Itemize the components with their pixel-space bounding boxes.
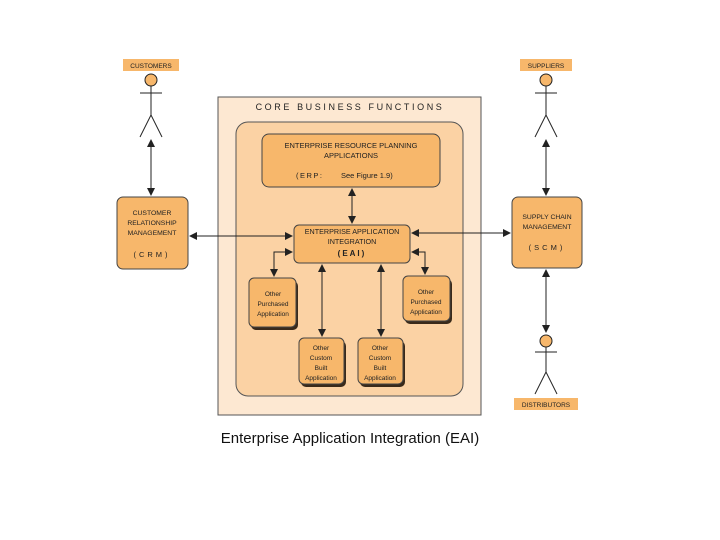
opr-line3: Application <box>410 309 442 316</box>
arrow-eai-purchased-left <box>270 248 293 277</box>
other-purchased-left-box: Other Purchased Application <box>248 277 298 330</box>
svg-text:SUPPLIERS: SUPPLIERS <box>528 63 565 70</box>
opl-line3: Application <box>257 311 289 318</box>
crm-line2: RELATIONSHIP <box>127 220 177 227</box>
erp-line3b: See Figure 1.9) <box>341 171 393 180</box>
crm-line3: MANAGEMENT <box>128 230 177 237</box>
arrow-eai-purchased-right <box>411 248 429 275</box>
opr-line1: Other <box>418 289 435 296</box>
customers-label: CUSTOMERS <box>123 59 179 71</box>
opr-line2: Purchased <box>410 299 441 306</box>
eai-line3: (EAI) <box>338 249 367 258</box>
eai-box: ENTERPRISE APPLICATION INTEGRATION (EAI) <box>293 224 411 264</box>
scm-line3: (SCM) <box>529 243 566 252</box>
opl-line2: Purchased <box>257 301 288 308</box>
cbr-line3: Built <box>374 365 387 372</box>
opl-line1: Other <box>265 291 282 298</box>
cbl-line1: Other <box>313 345 330 352</box>
erp-box: ENTERPRISE RESOURCE PLANNING APPLICATION… <box>261 133 441 188</box>
suppliers-label: SUPPLIERS <box>520 59 572 71</box>
cbr-line2: Custom <box>369 355 391 362</box>
scm-line1: SUPPLY CHAIN <box>522 214 571 221</box>
cbl-line4: Application <box>305 375 337 382</box>
distributors-actor-icon <box>534 334 558 395</box>
custom-built-left-box: Other Custom Built Application <box>298 337 346 387</box>
core-business-title: CORE BUSINESS FUNCTIONS <box>256 102 445 112</box>
customers-actor-icon <box>139 73 163 138</box>
other-purchased-right-box: Other Purchased Application <box>402 275 452 324</box>
crm-line1: CUSTOMER <box>133 210 172 217</box>
crm-box: CUSTOMER RELATIONSHIP MANAGEMENT (CRM) <box>116 196 189 270</box>
erp-line3a: (ERP: <box>296 171 324 180</box>
suppliers-actor-icon <box>534 73 558 138</box>
custom-built-right-box: Other Custom Built Application <box>357 337 405 387</box>
cbr-line1: Other <box>372 345 389 352</box>
eai-line1: ENTERPRISE APPLICATION <box>305 227 400 236</box>
erp-line1: ENTERPRISE RESOURCE PLANNING <box>285 141 418 150</box>
distributors-label: DISTRIBUTORS <box>514 398 578 410</box>
svg-text:CUSTOMERS: CUSTOMERS <box>130 63 172 70</box>
scm-line2: MANAGEMENT <box>523 224 572 231</box>
crm-line4: (CRM) <box>133 250 170 259</box>
eai-line2: INTEGRATION <box>328 237 377 246</box>
cbl-line3: Built <box>315 365 328 372</box>
scm-box: SUPPLY CHAIN MANAGEMENT (SCM) <box>511 196 583 269</box>
erp-line2: APPLICATIONS <box>324 151 378 160</box>
figure-caption: Enterprise Application Integration (EAI) <box>220 430 480 447</box>
cbr-line4: Application <box>364 375 396 382</box>
svg-text:DISTRIBUTORS: DISTRIBUTORS <box>522 402 571 409</box>
cbl-line2: Custom <box>310 355 332 362</box>
